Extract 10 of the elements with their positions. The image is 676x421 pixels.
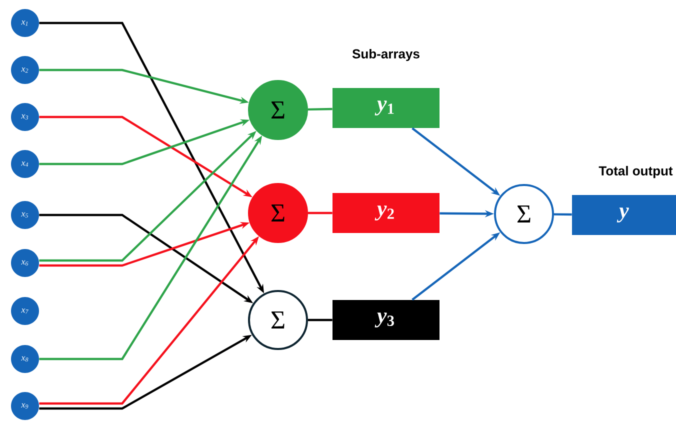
output-box: y$_{2}$ [332, 193, 440, 233]
connector-line [308, 212, 332, 214]
heading: Total output [598, 166, 673, 178]
heading: Sub-arrays [352, 48, 420, 62]
connector-line [308, 108, 332, 111]
output-box: y$_{1}$ [332, 88, 440, 128]
output-box: y$_{3}$ [332, 300, 440, 340]
output-box: y [572, 195, 676, 235]
connector-line [554, 213, 572, 216]
connector-line [308, 318, 332, 322]
